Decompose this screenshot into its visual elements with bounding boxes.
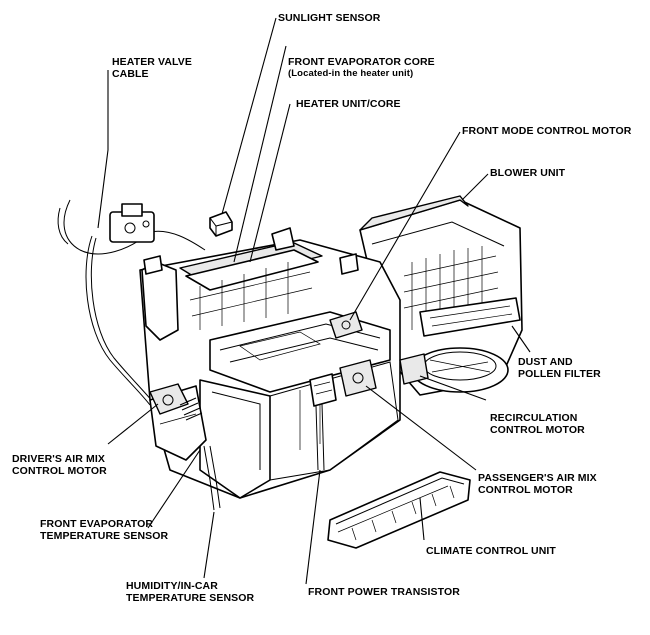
heater-unit bbox=[139, 227, 429, 511]
label-sunlight-sensor: SUNLIGHT SENSOR bbox=[278, 12, 381, 24]
label-blower-unit: BLOWER UNIT bbox=[490, 167, 566, 179]
label-recirculation-control-motor: RECIRCULATION CONTROL MOTOR bbox=[490, 412, 585, 436]
leader-front-evap-core bbox=[233, 45, 287, 263]
leader-humidity-sensor bbox=[203, 511, 215, 579]
label-front-evaporator-core: FRONT EVAPORATOR CORE (Located-in the he… bbox=[288, 56, 435, 79]
leader-passengers-air-mix bbox=[365, 385, 477, 471]
leader-front-mode-motor bbox=[349, 131, 461, 321]
leader-heater-valve bbox=[97, 70, 109, 229]
leader-blower-unit bbox=[461, 173, 489, 201]
label-humidity-in-car-sensor: HUMIDITY/IN-CAR TEMPERATURE SENSOR bbox=[126, 580, 255, 604]
climate-control-unit bbox=[327, 471, 471, 549]
label-front-power-transistor: FRONT POWER TRANSISTOR bbox=[308, 586, 460, 598]
label-climate-control-unit: CLIMATE CONTROL UNIT bbox=[426, 545, 556, 557]
heater-valve-cable bbox=[57, 199, 206, 406]
label-heater-unit-core: HEATER UNIT/CORE bbox=[296, 98, 401, 110]
label-front-mode-control-motor: FRONT MODE CONTROL MOTOR bbox=[462, 125, 632, 137]
leader-power-transistor bbox=[305, 469, 321, 585]
label-front-evaporator-temp-sensor: FRONT EVAPORATOR TEMPERATURE SENSOR bbox=[40, 518, 169, 542]
leader-evap-temp-sensor bbox=[147, 449, 201, 529]
label-dust-pollen-filter: DUST AND POLLEN FILTER bbox=[518, 356, 601, 380]
leader-climate-control bbox=[419, 497, 425, 541]
leader-recirc-motor bbox=[419, 375, 487, 401]
leader-heater-unit bbox=[249, 103, 291, 263]
label-drivers-air-mix-motor: DRIVER'S AIR MIX CONTROL MOTOR bbox=[12, 453, 107, 477]
leader-drivers-air-mix bbox=[107, 403, 159, 445]
leader-lines bbox=[97, 17, 531, 585]
label-passengers-air-mix-motor: PASSENGER'S AIR MIX CONTROL MOTOR bbox=[478, 472, 597, 496]
leader-sunlight-sensor bbox=[221, 17, 277, 215]
sunlight-sensor bbox=[209, 211, 233, 237]
label-heater-valve-cable: HEATER VALVE CABLE bbox=[112, 56, 192, 80]
leader-dust-filter bbox=[511, 325, 531, 353]
